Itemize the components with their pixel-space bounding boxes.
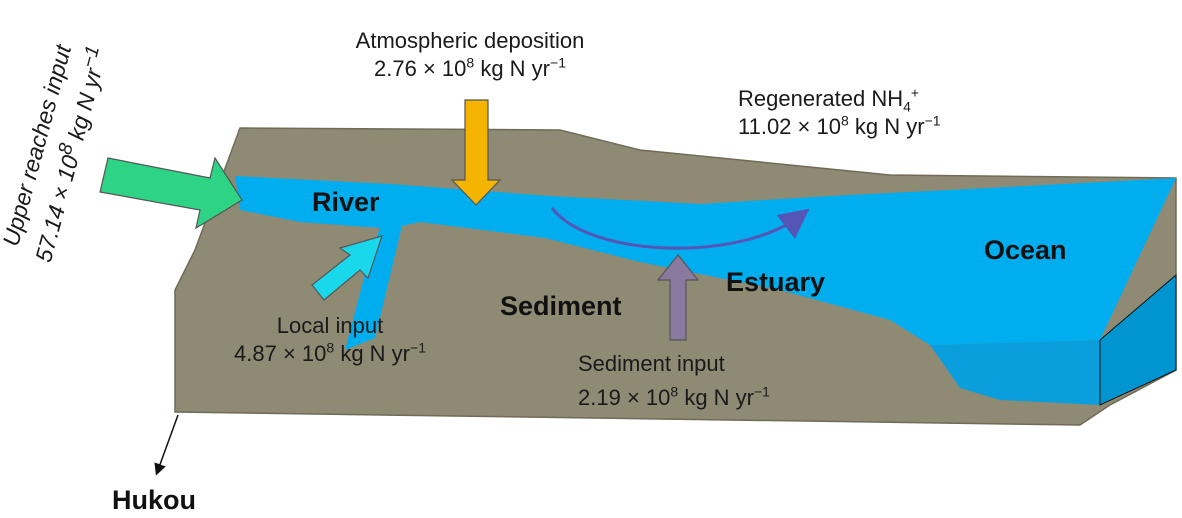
local-input-arrow bbox=[311, 235, 383, 301]
local-input-title: Local input bbox=[276, 313, 384, 338]
sediment-input-title: Sediment input bbox=[578, 351, 725, 376]
sediment-label: Sediment bbox=[500, 291, 622, 321]
ocean-side-face bbox=[1099, 273, 1177, 406]
ocean-label: Ocean bbox=[984, 235, 1067, 265]
regenerated-ammonium-value: 11.02 × 108 kg N yr−1 bbox=[738, 112, 941, 139]
atmospheric-deposition-label: Atmospheric deposition 2.76 × 108 kg N y… bbox=[300, 27, 640, 83]
sediment-input-value: 2.19 × 108 kg N yr−1 bbox=[578, 383, 770, 410]
hukou-label: Hukou bbox=[112, 485, 196, 515]
sediment-input-label: Sediment input 2.19 × 108 kg N yr−1 bbox=[578, 350, 770, 412]
estuary-label: Estuary bbox=[726, 267, 826, 297]
ocean-front-face bbox=[930, 340, 1100, 405]
regenerated-ammonium-label: Regenerated NH4+ 11.02 × 108 kg N yr−1 bbox=[738, 85, 941, 141]
water-surface bbox=[235, 176, 1176, 350]
atmospheric-deposition-title: Atmospheric deposition bbox=[355, 28, 585, 53]
upper-reaches-arrow bbox=[99, 156, 243, 230]
local-input-label: Local input 4.87 × 108 kg N yr−1 bbox=[190, 312, 470, 368]
river-label: River bbox=[312, 187, 380, 217]
local-input-value: 4.87 × 108 kg N yr−1 bbox=[234, 339, 426, 366]
regenerated-ammonium-title: Regenerated NH4+ bbox=[738, 84, 920, 115]
hukou-pointer bbox=[154, 414, 179, 476]
regenerated-ammonium-arrow bbox=[550, 207, 810, 250]
atmospheric-deposition-value: 2.76 × 108 kg N yr−1 bbox=[374, 54, 566, 81]
sediment-input-arrow bbox=[656, 254, 700, 341]
atmospheric-deposition-arrow bbox=[450, 99, 502, 206]
